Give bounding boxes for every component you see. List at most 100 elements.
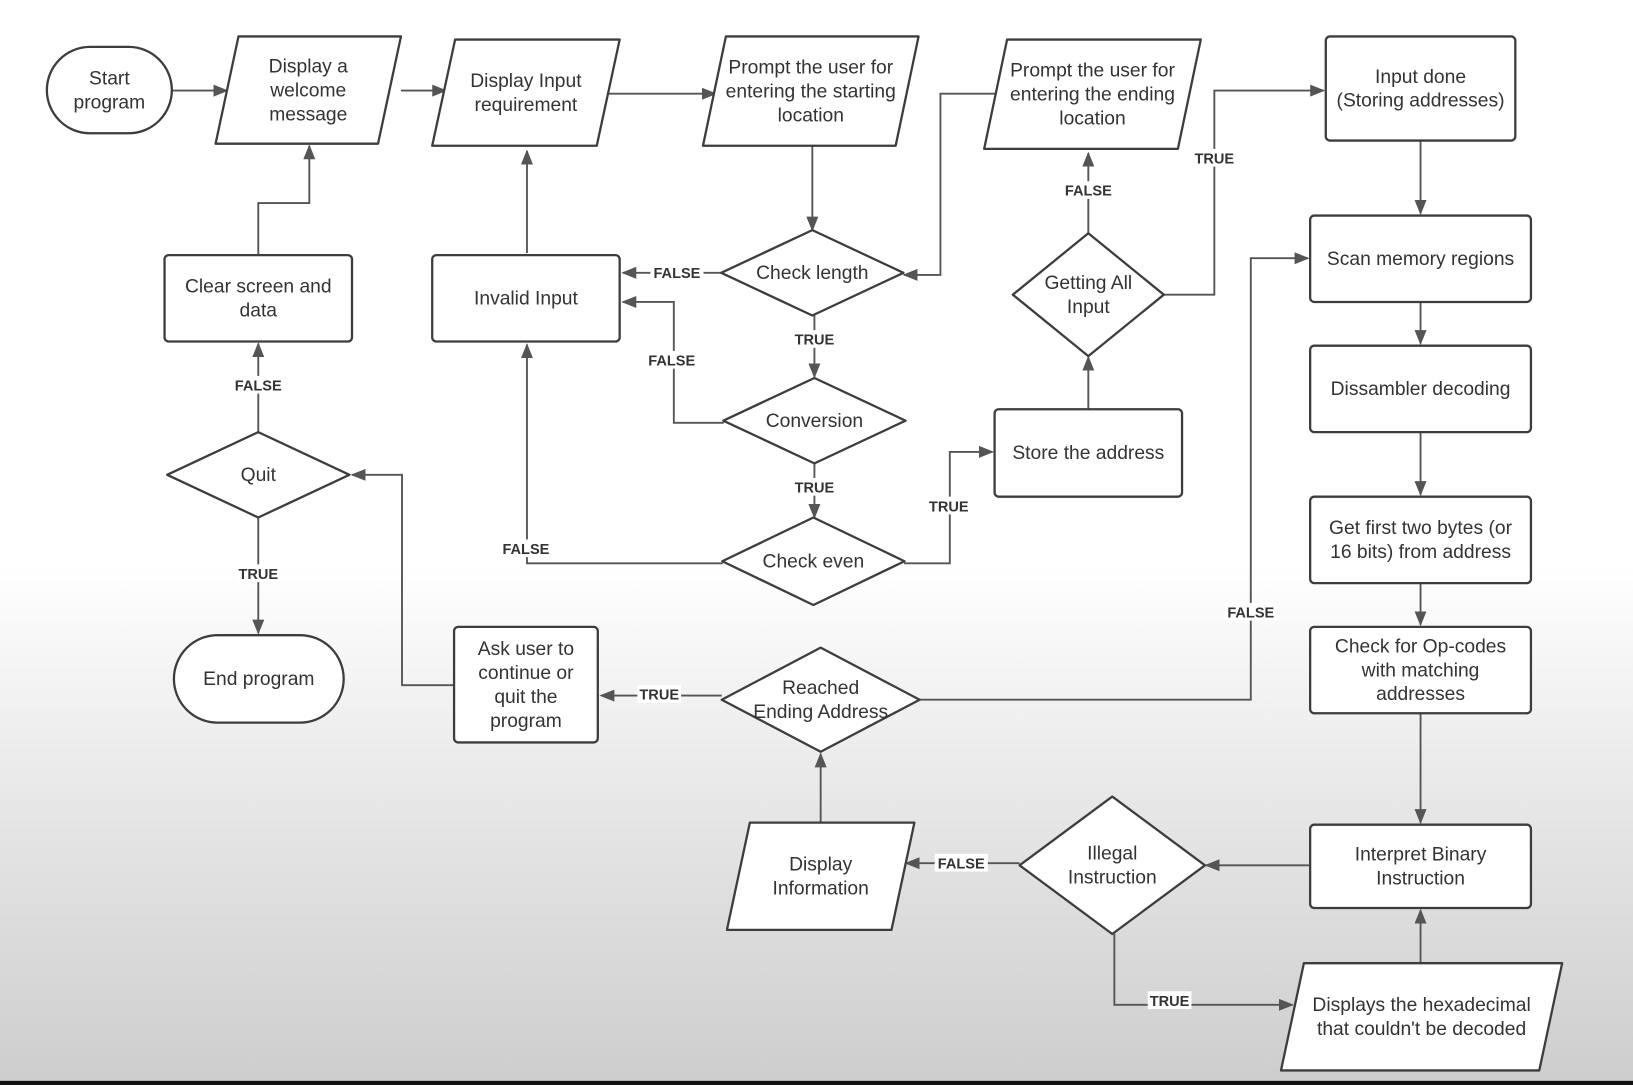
node-label: Check for Op-codes xyxy=(1335,636,1506,657)
node-label: Get first two bytes (or xyxy=(1329,518,1513,539)
edge-label-false: FALSE xyxy=(235,378,282,394)
process-box xyxy=(1309,625,1533,715)
node-end-program[interactable]: End program xyxy=(172,634,345,724)
arrow-prompt-end-to-check-length xyxy=(902,92,997,281)
arrow-clear-to-welcome xyxy=(257,144,316,256)
node-label: addresses xyxy=(1376,684,1465,705)
edge-label-true: TRUE xyxy=(795,481,835,497)
node-label: entering the ending xyxy=(1010,84,1175,105)
node-label: Prompt the user for xyxy=(1010,61,1175,82)
edge-label-false: FALSE xyxy=(1227,605,1274,621)
edge-label-false: FALSE xyxy=(1065,184,1112,200)
edge-label-bg xyxy=(1192,148,1237,167)
node-quit[interactable]: Quit xyxy=(166,430,351,519)
node-check-even[interactable]: Check even xyxy=(721,516,906,607)
node-label: 16 bits) from address xyxy=(1330,542,1511,563)
node-label: program xyxy=(490,711,562,732)
node-label: entering the starting xyxy=(726,81,896,102)
edge-label-bg xyxy=(650,263,704,282)
arrow-check-even-to-invalid xyxy=(520,343,723,565)
bottom-bar xyxy=(0,1080,1633,1085)
node-opcodes[interactable]: Check for Op-codes with matching addresses xyxy=(1309,625,1533,715)
node-label: Check length xyxy=(756,263,868,284)
edge-label-false: FALSE xyxy=(653,266,700,282)
node-label: (Storing addresses) xyxy=(1337,91,1505,112)
edge-label-true: TRUE xyxy=(1150,994,1190,1010)
decision-diamond xyxy=(721,516,906,607)
decision-diamond xyxy=(1011,232,1165,358)
node-label: Interpret Binary xyxy=(1355,845,1487,866)
node-label: continue or xyxy=(478,663,574,684)
node-input-done[interactable]: Input done(Storing addresses) xyxy=(1324,35,1517,142)
node-dissam[interactable]: Dissambler decoding xyxy=(1309,344,1533,434)
node-scan[interactable]: Scan memory regions xyxy=(1309,214,1533,304)
node-label: Input xyxy=(1067,297,1110,318)
node-label: message xyxy=(269,104,347,125)
node-displays-hex[interactable]: Displays the hexadecimal that couldn't be… xyxy=(1279,962,1564,1072)
node-label: Displays the hexadecimal xyxy=(1312,995,1530,1016)
io-parallelogram xyxy=(701,35,920,147)
edge-label-true: TRUE xyxy=(639,688,679,704)
node-label: Illegal xyxy=(1087,844,1137,865)
node-label: Store the address xyxy=(1012,443,1164,464)
edge-label-bg xyxy=(499,539,553,558)
edge-label-bg xyxy=(792,330,837,348)
node-label: Instruction xyxy=(1376,869,1465,890)
node-label: Dissambler decoding xyxy=(1331,379,1511,400)
node-label: Clear screen and xyxy=(185,277,332,298)
process-box xyxy=(1309,495,1533,585)
decision-diamond xyxy=(166,430,351,519)
node-label: Reached xyxy=(782,678,859,699)
io-parallelogram xyxy=(725,821,916,931)
node-label: End program xyxy=(203,669,314,690)
edge-labels-layer: FALSETRUEFALSETRUEFALSETRUEFALSETRUEFALS… xyxy=(231,148,1278,1010)
node-invalid[interactable]: Invalid Input xyxy=(431,253,621,343)
node-conversion[interactable]: Conversion xyxy=(722,376,907,465)
node-label: Ending Address xyxy=(753,702,888,723)
node-label: that couldn't be decoded xyxy=(1317,1019,1526,1040)
node-store[interactable]: Store the address xyxy=(993,408,1184,498)
node-label: Start xyxy=(89,68,130,89)
node-label: Prompt the user for xyxy=(728,57,893,78)
edge-label-bg xyxy=(926,496,971,515)
decision-diamond xyxy=(720,228,905,317)
node-getbytes[interactable]: Get first two bytes (or 16 bits) from add… xyxy=(1309,495,1533,585)
terminator-shape xyxy=(172,634,345,724)
node-label: location xyxy=(1059,108,1125,129)
arrow-ask-user-to-quit xyxy=(350,468,455,687)
process-box xyxy=(1324,35,1517,142)
process-box xyxy=(163,253,354,343)
edge-label-bg xyxy=(1061,181,1115,199)
decision-diamond xyxy=(1018,795,1207,936)
edge-label-bg xyxy=(637,685,682,703)
process-box xyxy=(1309,344,1533,434)
edge-label-bg xyxy=(1147,991,1192,1009)
node-label: Ask user to xyxy=(478,639,574,660)
node-label: Scan memory regions xyxy=(1327,249,1514,270)
node-label: location xyxy=(778,105,844,126)
process-box xyxy=(1309,214,1533,304)
node-label: Instruction xyxy=(1068,868,1157,889)
edge-label-bg xyxy=(645,350,699,369)
node-ask-user[interactable]: Ask user to continue or quit the program xyxy=(452,625,599,744)
node-label: with matching xyxy=(1361,660,1480,681)
node-start[interactable]: Start program xyxy=(45,45,173,135)
node-label: quit the xyxy=(494,687,557,708)
node-prompt-start[interactable]: Prompt the user for entering the starting… xyxy=(701,35,920,147)
arrow-illegal-to-displays-hex xyxy=(1113,934,1294,1011)
terminator-shape xyxy=(45,45,173,135)
node-label: Information xyxy=(773,878,869,899)
node-check-length[interactable]: Check length xyxy=(720,228,905,317)
node-label: program xyxy=(74,92,146,113)
